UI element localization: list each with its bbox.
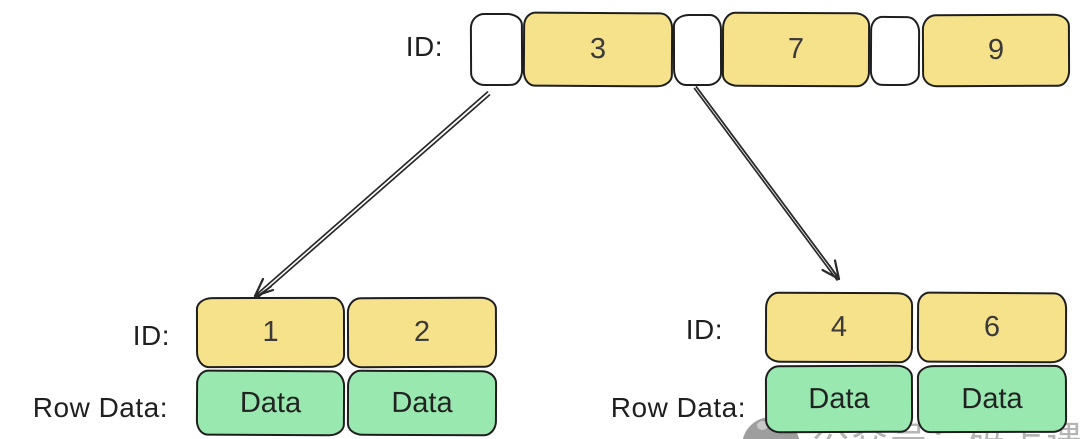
left-leaf-key-cell-2: 2 xyxy=(346,296,498,369)
right-leaf-id-label: ID: xyxy=(685,314,723,345)
right-leaf-data-cell-1: Data xyxy=(764,364,914,434)
root-pointer-cell-3 xyxy=(869,15,921,87)
left-leaf-data-cell-1: Data xyxy=(195,369,346,437)
root-pointer-cell-2 xyxy=(672,13,723,87)
left-leaf-data-cell-2: Data xyxy=(346,369,498,437)
root-key-cell-1: 3 xyxy=(522,11,674,88)
left-leaf-key-cell-1: 1 xyxy=(195,296,346,369)
right-leaf-data-cell-2: Data xyxy=(916,364,1068,434)
right-leaf-key-cell-1: 4 xyxy=(764,291,914,364)
right-leaf-row-data-label: Row Data: xyxy=(610,392,746,423)
arrow-root-to-right-leaf xyxy=(693,86,841,281)
right-leaf-key-cell-2: 6 xyxy=(916,291,1068,364)
root-key-cell-3: 9 xyxy=(921,13,1071,88)
arrow-root-to-left-leaf xyxy=(253,91,491,298)
root-key-cell-2: 7 xyxy=(721,11,871,88)
watermark-logo-highlight xyxy=(757,421,768,430)
root-id-label: ID: xyxy=(405,31,443,62)
root-pointer-cell-1 xyxy=(469,12,524,87)
left-leaf-row-data-label: Row Data: xyxy=(32,392,168,423)
left-leaf-id-label: ID: xyxy=(132,320,170,351)
